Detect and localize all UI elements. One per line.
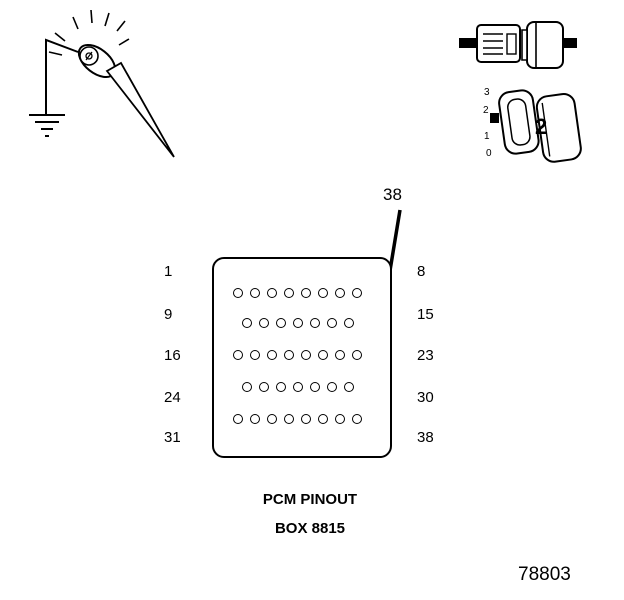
- scale-mark-3: 3: [484, 87, 490, 98]
- inline-connector-icon: [459, 21, 577, 69]
- pin-hole: [284, 350, 294, 360]
- pin-number-label: 8: [417, 263, 426, 280]
- ground-wire: [45, 38, 79, 115]
- pin-hole: [233, 288, 243, 298]
- scale-mark-2: 2: [483, 105, 489, 116]
- pin-hole: [259, 318, 269, 328]
- pin-hole: [242, 382, 252, 392]
- pin-number-label: 24: [164, 389, 181, 406]
- pin-hole: [267, 414, 277, 424]
- pin-hole: [284, 288, 294, 298]
- scale-mark-1: 1: [484, 131, 490, 142]
- pin-number-label: 30: [417, 389, 434, 406]
- pin-38-callout-label: 38: [383, 185, 402, 204]
- test-light-icon: [29, 9, 175, 158]
- pin-hole: [301, 414, 311, 424]
- plug-terminal-detail: [483, 33, 517, 55]
- pin-hole: [335, 288, 345, 298]
- pin-hole: [335, 350, 345, 360]
- pin-hole: [310, 382, 320, 392]
- receptacle-detail: [521, 22, 537, 68]
- pin-row: [233, 414, 362, 424]
- two-way-connector-icon: [498, 89, 582, 163]
- pin-hole: [318, 414, 328, 424]
- pin-row: [242, 382, 354, 392]
- scale-block: [490, 113, 499, 123]
- pin-hole: [242, 318, 252, 328]
- pin-hole: [335, 414, 345, 424]
- scale-mark-0: 0: [486, 148, 492, 159]
- pin-number-label: 16: [164, 347, 181, 364]
- pin-row: [233, 288, 362, 298]
- pin-hole: [344, 382, 354, 392]
- pin-number-label: 15: [417, 306, 434, 323]
- pin-hole: [250, 350, 260, 360]
- pin-hole: [301, 350, 311, 360]
- pinout-subtitle: BOX 8815: [274, 520, 346, 537]
- pin-hole: [318, 350, 328, 360]
- figure-number: 78803: [518, 564, 571, 585]
- connector-shell-right: [535, 92, 582, 163]
- pin-hole: [233, 414, 243, 424]
- pin-hole: [233, 350, 243, 360]
- pin-hole: [301, 288, 311, 298]
- pin-hole: [276, 318, 286, 328]
- connector-receptacle-half: [526, 21, 564, 69]
- light-rays: [48, 9, 130, 56]
- pin-hole: [259, 382, 269, 392]
- pin-hole: [284, 414, 294, 424]
- pin-hole: [327, 318, 337, 328]
- pin-hole: [267, 288, 277, 298]
- pin-hole: [352, 414, 362, 424]
- bulb-icon: [85, 52, 93, 60]
- pin-hole: [267, 350, 277, 360]
- pin-hole: [293, 318, 303, 328]
- right-wire-stub: [563, 38, 577, 48]
- ground-symbol: [29, 114, 65, 137]
- pin-hole: [318, 288, 328, 298]
- bulb-filament: [85, 51, 93, 61]
- pin-hole: [327, 382, 337, 392]
- pin-hole: [344, 318, 354, 328]
- connector-shell-left: [498, 89, 540, 155]
- pin-number-label: 31: [164, 429, 181, 446]
- pin-number-label: 23: [417, 347, 434, 364]
- pin-hole: [352, 350, 362, 360]
- pin-hole: [352, 288, 362, 298]
- pin-hole: [250, 288, 260, 298]
- connector-2-callout: 2: [535, 114, 548, 139]
- pin-hole: [276, 382, 286, 392]
- pin-hole: [310, 318, 320, 328]
- pin-hole: [250, 414, 260, 424]
- pin-number-label: 38: [417, 429, 434, 446]
- probe-tip: [105, 61, 175, 158]
- pin-number-label: 9: [164, 306, 173, 323]
- pin-number-label: 1: [164, 263, 173, 280]
- pinout-title: PCM PINOUT: [262, 491, 358, 508]
- pin-hole: [293, 382, 303, 392]
- pin-row: [233, 350, 362, 360]
- left-wire-stub: [459, 38, 477, 48]
- pin-row: [242, 318, 354, 328]
